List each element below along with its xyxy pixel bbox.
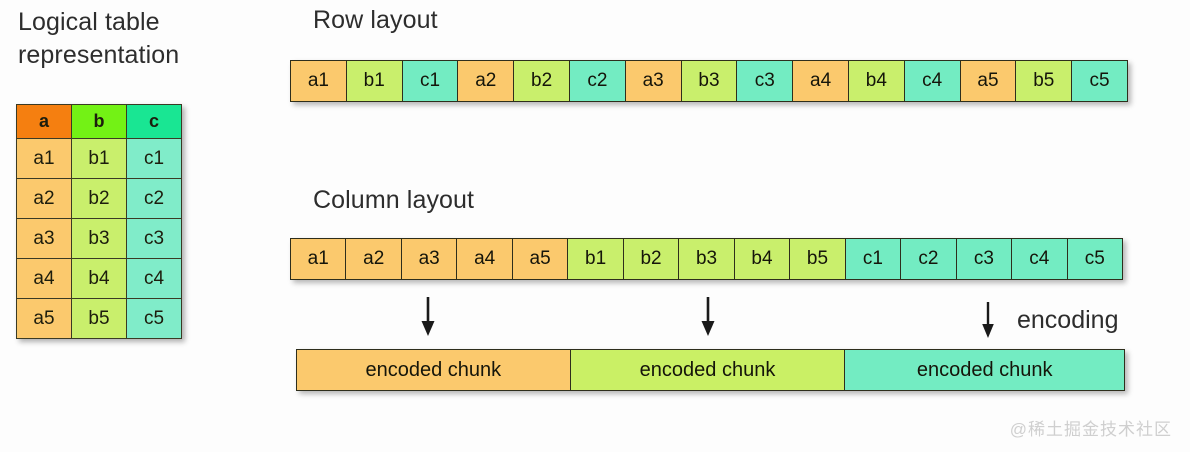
table-header-cell: b (71, 104, 127, 139)
layout-cell: a4 (457, 239, 513, 279)
row-layout-title: Row layout (313, 6, 438, 34)
layout-cell: c1 (402, 61, 459, 101)
layout-cell: a3 (625, 61, 682, 101)
layout-cell: c3 (737, 61, 794, 101)
layout-cell: a4 (793, 61, 849, 101)
layout-cell: b1 (346, 61, 403, 101)
layout-cell: c2 (901, 239, 957, 279)
logical-table-heading: Logical table representation (18, 8, 180, 69)
down-arrow-icon (982, 302, 994, 338)
table-cell: b5 (71, 298, 127, 339)
layout-cell: b5 (790, 239, 846, 279)
column-layout-title: Column layout (313, 186, 475, 214)
table-cell: c1 (126, 138, 182, 179)
table-cell: a4 (16, 258, 72, 299)
layout-cell: c3 (956, 239, 1013, 279)
layout-cell: b4 (734, 239, 791, 279)
table-cell: c4 (126, 258, 182, 299)
table-cell: a1 (16, 138, 72, 179)
layout-cell: c4 (904, 61, 961, 101)
layout-cell: c5 (1067, 239, 1123, 279)
layout-cell: c2 (569, 61, 626, 101)
watermark: @稀土掘金技术社区 (1009, 420, 1172, 439)
encoded-chunk: encoded chunk (297, 350, 571, 390)
layout-cell: c1 (845, 239, 902, 279)
layout-cell: c4 (1012, 239, 1068, 279)
table-cell: b4 (71, 258, 127, 299)
table-cell: b2 (71, 178, 127, 219)
encoded-chunk: encoded chunk (845, 350, 1124, 390)
layout-cell: a3 (401, 239, 458, 279)
encoding-label: encoding (1017, 306, 1119, 334)
layout-cell: b3 (681, 61, 738, 101)
table-cell: c3 (126, 218, 182, 259)
encoded-chunk: encoded chunk (570, 350, 846, 390)
layout-cell: c5 (1072, 61, 1127, 101)
layout-cell: a2 (346, 239, 402, 279)
layout-cell: a5 (960, 61, 1017, 101)
layout-cell: a1 (291, 239, 347, 279)
layout-cell: a1 (291, 61, 347, 101)
down-arrow-icon (421, 297, 435, 336)
table-cell: b1 (71, 138, 127, 179)
table-cell: c5 (126, 298, 182, 339)
table-header-cell: a (16, 104, 72, 139)
layout-cell: b2 (623, 239, 680, 279)
table-cell: a5 (16, 298, 72, 339)
table-header-cell: c (126, 104, 182, 139)
table-cell: b3 (71, 218, 127, 259)
layout-cell: b1 (568, 239, 624, 279)
layout-cell: b3 (679, 239, 735, 279)
layout-cell: a2 (458, 61, 515, 101)
table-cell: a2 (16, 178, 72, 219)
table-cell: a3 (16, 218, 72, 259)
layout-cell: b4 (848, 61, 905, 101)
layout-cell: b2 (514, 61, 570, 101)
layout-cell: a5 (512, 239, 569, 279)
layout-cell: b5 (1016, 61, 1073, 101)
down-arrow-icon (701, 297, 715, 336)
table-cell: c2 (126, 178, 182, 219)
